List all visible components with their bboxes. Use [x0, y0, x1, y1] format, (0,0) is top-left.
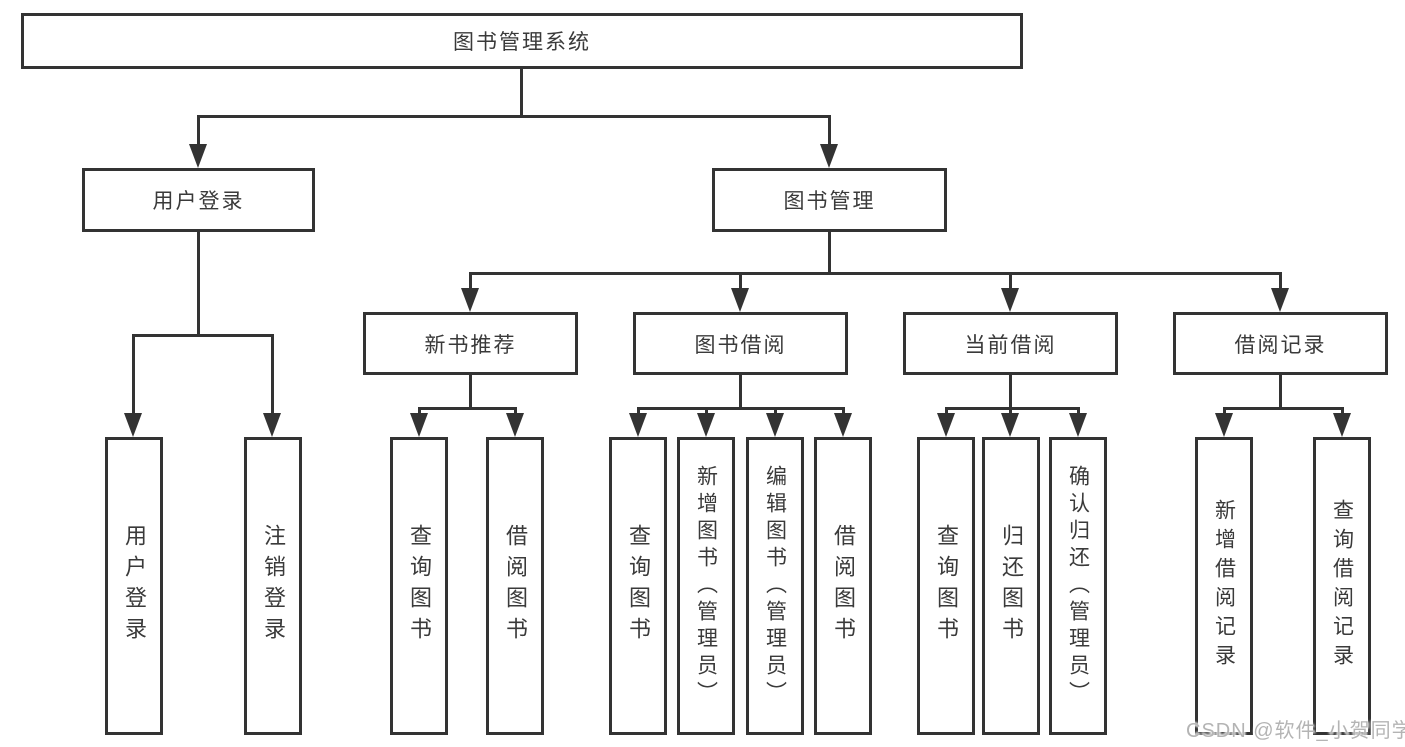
leaf-cb-return-book: 归还图书: [982, 437, 1040, 735]
arrow-to-book-mgmt-icon: [820, 144, 838, 168]
leaf-br-add-record: 新增借阅记录: [1195, 437, 1253, 735]
arrow-nb-leaf2-icon: [506, 413, 524, 437]
leaf-bb-edit-book-admin: 编辑图书（管理员）: [746, 437, 804, 735]
leaf-logout: 注销登录: [244, 437, 302, 735]
node-borrow-records: 借阅记录: [1173, 312, 1388, 375]
arrow-cb-leaf1-icon: [937, 413, 955, 437]
arrow-nb-leaf1-icon: [410, 413, 428, 437]
node-user-login-label: 用户登录: [152, 190, 245, 213]
connector-borrow-bar: [637, 407, 845, 410]
connector-records-bar: [1223, 407, 1344, 410]
connector-records-stem: [1279, 272, 1282, 290]
connector-newbook-bar: [418, 407, 517, 410]
connector-borrow-stem: [739, 272, 742, 290]
leaf-logout-label: 注销登录: [261, 524, 286, 648]
arrow-bb-leaf1-icon: [629, 413, 647, 437]
connector-user-login-down: [197, 232, 200, 337]
leaf-cb-confirm-return-admin-label: 确认归还（管理员）: [1066, 464, 1090, 708]
node-book-borrow: 图书借阅: [633, 312, 848, 375]
leaf-cb-query-book-label: 查询图书: [934, 524, 959, 648]
connector-user-login-stem: [197, 115, 200, 147]
connector-book-mgmt-down: [828, 232, 831, 275]
leaf-nb-borrow-book: 借阅图书: [486, 437, 544, 735]
csdn-watermark: CSDN @软件_小贺同学: [1186, 720, 1405, 742]
leaf-br-query-record-label: 查询借阅记录: [1330, 499, 1354, 673]
leaf-bb-add-book-admin-label: 新增图书（管理员）: [694, 464, 718, 708]
connector-br-leaf1-stem: [1223, 407, 1226, 417]
connector-ul-leaf2-stem: [271, 334, 274, 416]
arrow-to-user-login-icon: [189, 144, 207, 168]
node-user-login: 用户登录: [82, 168, 315, 232]
leaf-cb-query-book: 查询图书: [917, 437, 975, 735]
connector-book-mgmt-stem: [828, 115, 831, 147]
arrow-to-newbook-icon: [461, 288, 479, 312]
arrow-br-leaf2-icon: [1333, 413, 1351, 437]
node-book-borrow-label: 图书借阅: [694, 333, 787, 357]
connector-bb-leaf2-stem: [705, 407, 708, 417]
node-book-mgmt: 图书管理: [712, 168, 947, 232]
connector-level2-bar: [197, 115, 831, 118]
leaf-br-query-record: 查询借阅记录: [1313, 437, 1371, 735]
arrow-bb-leaf4-icon: [834, 413, 852, 437]
connector-nb-leaf1-stem: [418, 407, 421, 417]
leaf-bb-edit-book-admin-label: 编辑图书（管理员）: [763, 464, 787, 708]
leaf-nb-borrow-book-label: 借阅图书: [503, 524, 528, 648]
leaf-nb-query-book: 查询图书: [390, 437, 448, 735]
connector-root-stem: [520, 69, 523, 118]
leaf-bb-query-book-label: 查询图书: [626, 524, 651, 648]
node-borrow-records-label: 借阅记录: [1234, 333, 1327, 357]
connector-ul-leaf1-stem: [132, 334, 135, 416]
arrow-to-current-icon: [1001, 288, 1019, 312]
leaf-bb-borrow-book: 借阅图书: [814, 437, 872, 735]
connector-level3-bar: [469, 272, 1282, 275]
node-new-book-rec-label: 新书推荐: [424, 333, 517, 357]
leaf-cb-confirm-return-admin: 确认归还（管理员）: [1049, 437, 1107, 735]
arrow-to-borrow-icon: [731, 288, 749, 312]
connector-bb-leaf1-stem: [637, 407, 640, 417]
connector-cb-leaf3-stem: [1077, 407, 1080, 417]
node-root: 图书管理系统: [21, 13, 1023, 69]
arrow-to-records-icon: [1271, 288, 1289, 312]
connector-cb-leaf2-stem: [1009, 407, 1012, 417]
connector-newbook-stem: [469, 272, 472, 290]
leaf-br-add-record-label: 新增借阅记录: [1212, 499, 1236, 673]
leaf-cb-return-book-label: 归还图书: [999, 524, 1024, 648]
arrow-cb-leaf3-icon: [1069, 413, 1087, 437]
leaf-bb-query-book: 查询图书: [609, 437, 667, 735]
leaf-user-login-label: 用户登录: [122, 524, 147, 648]
arrow-to-logout-leaf-icon: [263, 413, 281, 437]
connector-current-bar: [945, 407, 1080, 410]
connector-user-login-bar: [132, 334, 274, 337]
node-root-label: 图书管理系统: [453, 31, 591, 54]
arrow-bb-leaf3-icon: [766, 413, 784, 437]
node-current-borrow-label: 当前借阅: [964, 333, 1057, 357]
connector-current-stem: [1009, 272, 1012, 290]
leaf-bb-add-book-admin: 新增图书（管理员）: [677, 437, 735, 735]
arrow-bb-leaf2-icon: [697, 413, 715, 437]
connector-br-leaf2-stem: [1341, 407, 1344, 417]
arrow-br-leaf1-icon: [1215, 413, 1233, 437]
node-book-mgmt-label: 图书管理: [783, 190, 876, 213]
leaf-bb-borrow-book-label: 借阅图书: [831, 524, 856, 648]
connector-bb-leaf4-stem: [842, 407, 845, 417]
connector-newbook-down: [469, 375, 472, 410]
leaf-nb-query-book-label: 查询图书: [407, 524, 432, 648]
arrow-to-login-leaf-icon: [124, 413, 142, 437]
connector-borrow-down: [739, 375, 742, 410]
connector-cb-leaf1-stem: [945, 407, 948, 417]
arrow-cb-leaf2-icon: [1001, 413, 1019, 437]
connector-nb-leaf2-stem: [514, 407, 517, 417]
connector-current-down: [1009, 375, 1012, 410]
connector-records-down: [1279, 375, 1282, 410]
node-current-borrow: 当前借阅: [903, 312, 1118, 375]
connector-bb-leaf3-stem: [774, 407, 777, 417]
leaf-user-login: 用户登录: [105, 437, 163, 735]
node-new-book-rec: 新书推荐: [363, 312, 578, 375]
